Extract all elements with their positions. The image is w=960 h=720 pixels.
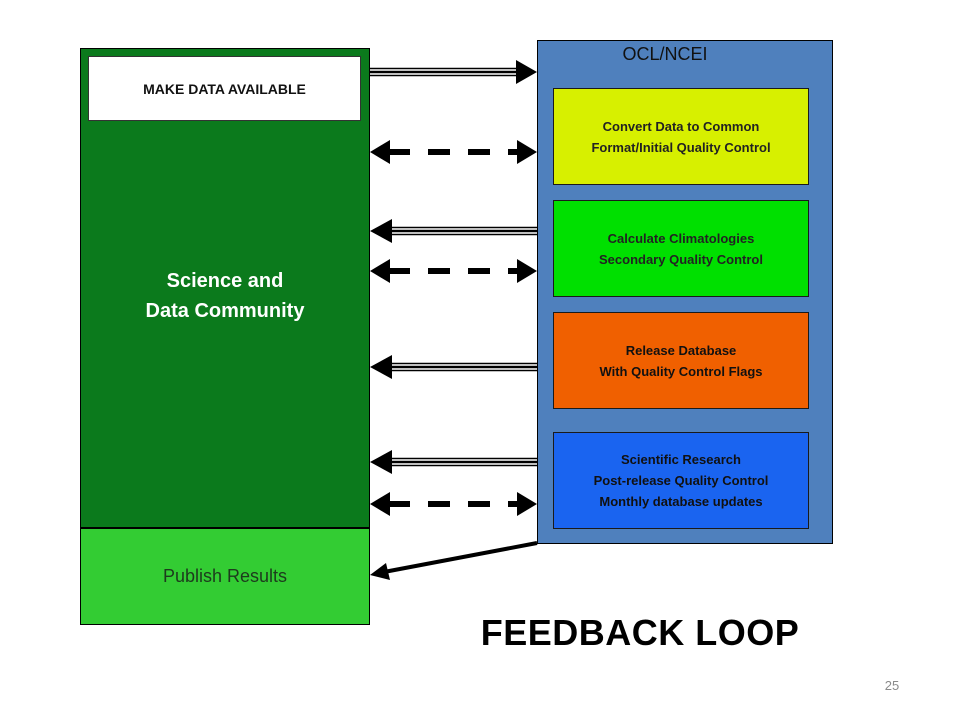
feedback-loop-title: FEEDBACK LOOP — [480, 612, 800, 653]
arrow-climatologies-to-community — [370, 219, 537, 243]
science-community-label-line1: Science and — [166, 270, 284, 292]
ocl-ncei-title: OCL/NCEI — [622, 44, 708, 64]
arrow-research-to-community — [370, 450, 537, 474]
make-data-available-box: MAKE DATA AVAILABLE — [88, 56, 361, 121]
make-data-available-label: MAKE DATA AVAILABLE — [143, 80, 306, 97]
arrow-dashed-bidirectional-1 — [370, 140, 537, 164]
stage-calculate-climatologies: Calculate Climatologies Secondary Qualit… — [553, 200, 809, 297]
arrow-dashed-bidirectional-2 — [370, 259, 537, 283]
arrow-release-to-community — [370, 355, 537, 379]
science-community-label: Science and Data Community — [80, 266, 370, 326]
stage-scientific-research: Scientific Research Post-release Quality… — [553, 432, 809, 529]
page-number: 25 — [884, 678, 900, 693]
publish-results-label: Publish Results — [162, 566, 288, 586]
arrow-ocl-to-publish — [370, 541, 538, 580]
publish-results-box: Publish Results — [80, 528, 370, 625]
stage-release-database: Release Database With Quality Control Fl… — [553, 312, 809, 409]
science-community-label-line2: Data Community — [145, 300, 305, 322]
arrow-dashed-bidirectional-3 — [370, 492, 537, 516]
arrow-make-data-to-ocl — [370, 60, 537, 84]
science-community-box — [80, 48, 370, 528]
stage-convert-data: Convert Data to Common Format/Initial Qu… — [553, 88, 809, 185]
